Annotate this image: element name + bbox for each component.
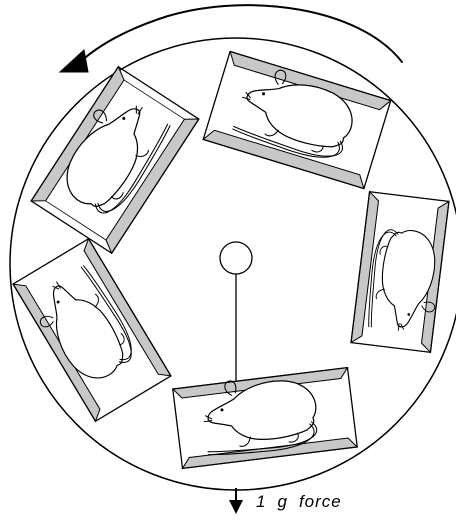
force-arrow-icon xyxy=(229,488,243,514)
cage-1 xyxy=(31,67,199,253)
force-word: force xyxy=(299,492,342,511)
force-count: 1 xyxy=(256,492,266,511)
cage-4 xyxy=(13,239,171,421)
cage-5 xyxy=(173,366,358,468)
center-hub xyxy=(220,242,252,274)
cage-2 xyxy=(203,51,391,188)
cage-3 xyxy=(351,192,449,353)
force-unit: g xyxy=(277,492,287,511)
